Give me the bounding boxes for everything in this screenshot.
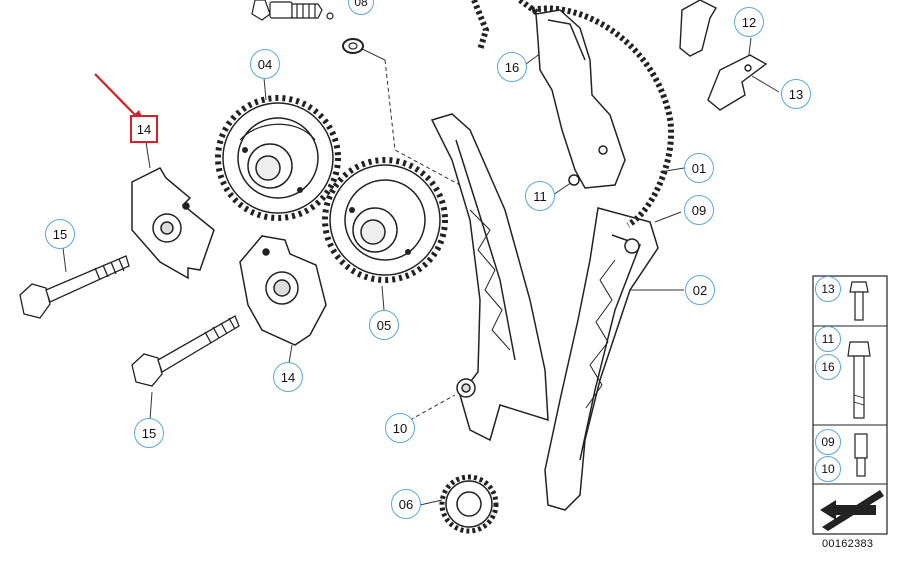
legend-callout-10[interactable]: 10 [815, 456, 841, 482]
timing-chain [471, 0, 675, 228]
callout-16[interactable]: 16 [497, 52, 527, 82]
sensor-wheel-left [131, 167, 215, 280]
legend-callout-09[interactable]: 09 [815, 429, 841, 455]
camshaft-sprocket-exhaust [322, 157, 448, 283]
callout-02[interactable]: 02 [685, 275, 715, 305]
camshaft-sprocket-intake [215, 95, 341, 221]
callout-04[interactable]: 04 [250, 49, 280, 79]
crankshaft-sprocket [439, 474, 499, 534]
callout-15-upper[interactable]: 15 [45, 219, 75, 249]
tensioner-rail [430, 113, 549, 442]
callout-14-highlighted[interactable]: 14 [130, 115, 158, 143]
legend-callout-13[interactable]: 13 [815, 276, 841, 302]
callout-11[interactable]: 11 [525, 181, 555, 211]
callout-12[interactable]: 12 [734, 7, 764, 37]
bolt-left [19, 255, 130, 319]
sensor-wheel-lower [239, 235, 327, 346]
guide-rail [544, 207, 659, 511]
callout-01[interactable]: 01 [684, 153, 714, 183]
legend-callout-11[interactable]: 11 [815, 326, 841, 352]
callout-10[interactable]: 10 [385, 413, 415, 443]
top-bolt [251, 0, 334, 21]
diagram-id: 00162383 [822, 538, 874, 550]
callout-05[interactable]: 05 [369, 310, 399, 340]
legend-callout-16[interactable]: 16 [815, 354, 841, 380]
callout-06[interactable]: 06 [391, 489, 421, 519]
bolt-lower [131, 315, 240, 387]
callout-15-lower[interactable]: 15 [134, 418, 164, 448]
mounting-bracket [679, 0, 768, 111]
callout-14-lower[interactable]: 14 [273, 362, 303, 392]
washer-part [342, 38, 364, 54]
leader-lines [62, 37, 780, 506]
legend-box [812, 275, 888, 535]
tensioner-bracket [535, 9, 626, 189]
callout-13[interactable]: 13 [781, 79, 811, 109]
callout-09[interactable]: 09 [684, 195, 714, 225]
